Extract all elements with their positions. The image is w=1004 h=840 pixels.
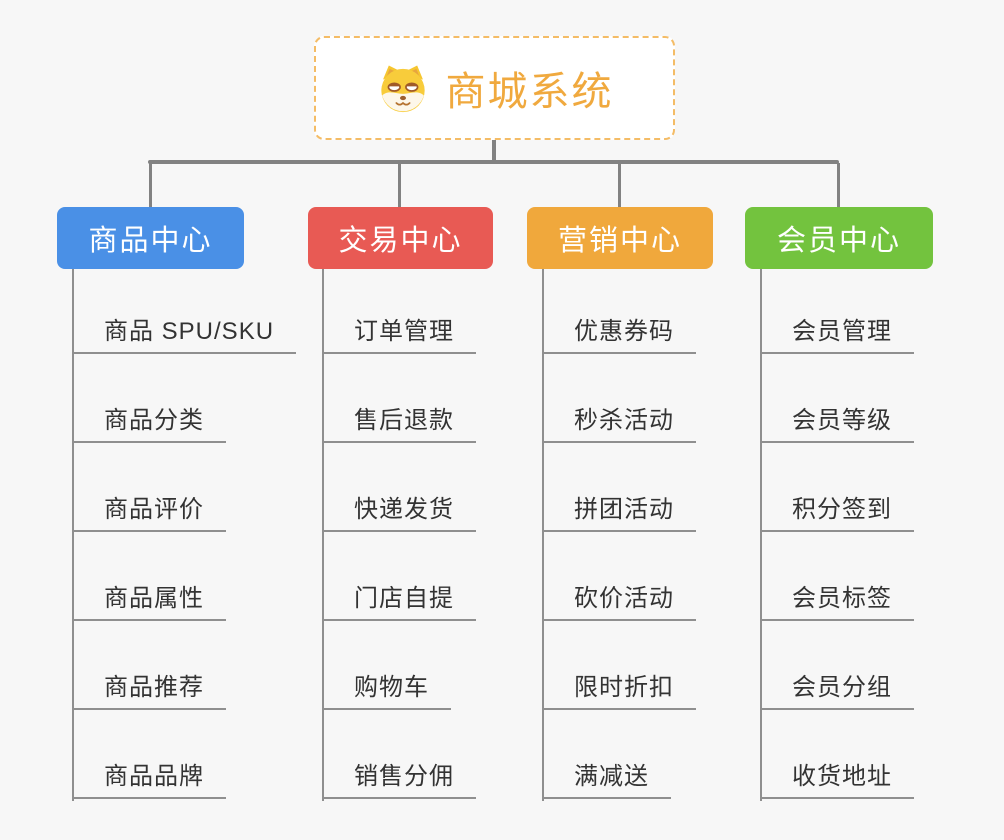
leaf-node[interactable]: 购物车 xyxy=(322,672,451,710)
leaf-node[interactable]: 会员标签 xyxy=(760,583,914,621)
leaf-node[interactable]: 商品 SPU/SKU xyxy=(72,316,297,354)
leaf-node[interactable]: 优惠券码 xyxy=(542,316,696,354)
leaf-node[interactable]: 商品属性 xyxy=(72,583,226,621)
leaf-node[interactable]: 会员管理 xyxy=(760,316,914,354)
branch-node-trade-center[interactable]: 交易中心 xyxy=(308,207,493,269)
leaf-node[interactable]: 满减送 xyxy=(542,761,671,799)
branch-drop-line xyxy=(618,163,621,208)
leaf-node[interactable]: 商品分类 xyxy=(72,405,226,443)
branch-node-marketing-center[interactable]: 营销中心 xyxy=(527,207,713,269)
column-connector-line xyxy=(760,269,762,801)
branch-drop-line xyxy=(149,163,152,208)
leaf-node[interactable]: 限时折扣 xyxy=(542,672,696,710)
dog-icon xyxy=(380,65,425,113)
branch-drop-line xyxy=(398,163,401,208)
column-connector-line xyxy=(322,269,324,801)
branch-node-product-center[interactable]: 商品中心 xyxy=(57,207,244,269)
leaf-node[interactable]: 商品品牌 xyxy=(72,761,226,799)
leaf-node[interactable]: 收货地址 xyxy=(760,761,914,799)
leaf-node[interactable]: 砍价活动 xyxy=(542,583,696,621)
leaf-node[interactable]: 商品评价 xyxy=(72,494,226,532)
root-connector-line xyxy=(492,138,496,164)
leaf-node[interactable]: 销售分佣 xyxy=(322,761,476,799)
leaf-node[interactable]: 订单管理 xyxy=(322,316,476,354)
leaf-node[interactable]: 秒杀活动 xyxy=(542,405,696,443)
leaf-node[interactable]: 售后退款 xyxy=(322,405,476,443)
column-connector-line xyxy=(72,269,74,801)
branch-node-member-center[interactable]: 会员中心 xyxy=(745,207,933,269)
root-title: 商城系统 xyxy=(445,70,614,114)
root-node[interactable]: 商城系统 xyxy=(314,36,675,140)
leaf-node[interactable]: 积分签到 xyxy=(760,494,914,532)
leaf-node[interactable]: 门店自提 xyxy=(322,583,476,621)
branch-bus-line xyxy=(148,160,839,164)
leaf-node[interactable]: 会员分组 xyxy=(760,672,914,710)
branch-drop-line xyxy=(837,163,840,208)
column-connector-line xyxy=(542,269,544,801)
leaf-node[interactable]: 快递发货 xyxy=(322,494,476,532)
leaf-node[interactable]: 拼团活动 xyxy=(542,494,696,532)
leaf-node[interactable]: 商品推荐 xyxy=(72,672,226,710)
leaf-node[interactable]: 会员等级 xyxy=(760,405,914,443)
